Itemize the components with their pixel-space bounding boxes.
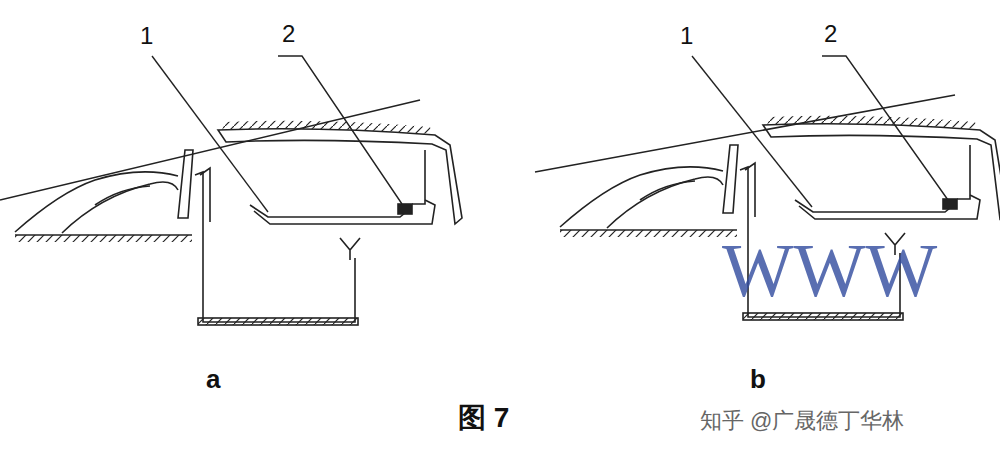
callout-number: 2 [282,22,295,46]
panel-label: a [206,366,220,392]
panel-b-drawing [560,116,1000,320]
panel-a-drawing [15,121,462,325]
figure-caption: 图 7 [458,404,509,432]
callout-number: 1 [140,24,153,48]
leader-line [152,56,268,212]
leader-line [278,56,402,204]
leader-line [822,56,948,200]
panel-label: b [750,366,766,392]
callout-number: 1 [680,24,693,48]
callout-number: 2 [824,22,837,46]
glass-line [0,100,420,200]
glass-line [535,95,955,172]
watermark: WWW [722,232,937,308]
watermark: 知乎 @广晟德丁华林 [700,410,904,432]
leader-line [692,56,812,207]
